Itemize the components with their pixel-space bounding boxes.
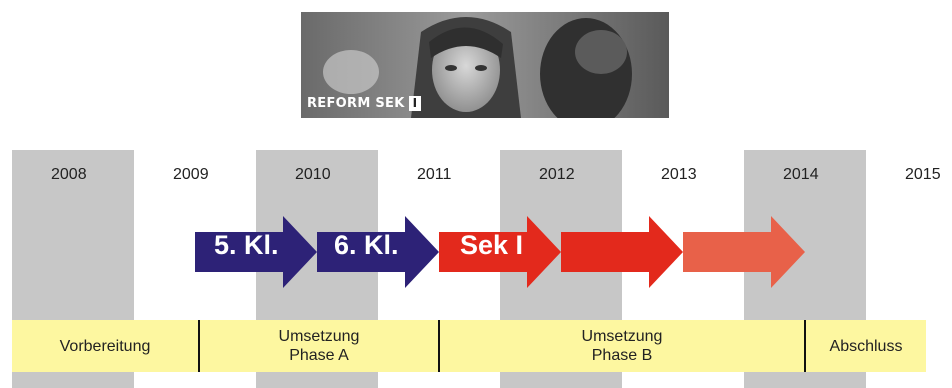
banner-label-roman: I bbox=[408, 96, 422, 111]
phase-divider bbox=[438, 320, 440, 372]
reform-banner: REFORM SEK I bbox=[301, 12, 669, 118]
banner-label: REFORM SEK I bbox=[307, 96, 422, 111]
year-label: 2013 bbox=[661, 166, 697, 183]
year-label: 2012 bbox=[539, 166, 575, 183]
arrow-5-kl bbox=[195, 216, 317, 288]
timeline-diagram: 2008 2009 2010 2011 2012 2013 2014 2015 … bbox=[0, 150, 952, 388]
year-label: 2008 bbox=[51, 166, 87, 183]
phase-divider bbox=[198, 320, 200, 372]
phase-umsetzung-a: Umsetzung Phase A bbox=[278, 328, 360, 364]
banner-label-main: REFORM SEK bbox=[307, 96, 405, 111]
arrow-label: 5. Kl. bbox=[214, 230, 279, 260]
phase-bar: Vorbereitung Umsetzung Phase A Umsetzung… bbox=[12, 320, 926, 372]
phase-abschluss: Abschluss bbox=[829, 337, 903, 355]
year-label: 2015 bbox=[905, 166, 941, 183]
year-label: 2014 bbox=[783, 166, 819, 183]
arrow-sek-i-final bbox=[683, 216, 805, 288]
arrow-6-kl bbox=[317, 216, 439, 288]
phase-vorbereitung: Vorbereitung bbox=[59, 337, 151, 355]
phase-divider bbox=[804, 320, 806, 372]
year-label: 2009 bbox=[173, 166, 209, 183]
arrow-label: 6. Kl. bbox=[334, 230, 399, 260]
phase-umsetzung-b: Umsetzung Phase B bbox=[581, 328, 663, 364]
year-label: 2010 bbox=[295, 166, 331, 183]
arrow-sek-i-continued bbox=[561, 216, 683, 288]
stage-arrows bbox=[195, 216, 805, 288]
arrow-sek-i bbox=[439, 216, 561, 288]
year-label: 2011 bbox=[417, 166, 452, 183]
banner-photo bbox=[301, 12, 669, 118]
arrow-label: Sek I bbox=[460, 230, 524, 260]
